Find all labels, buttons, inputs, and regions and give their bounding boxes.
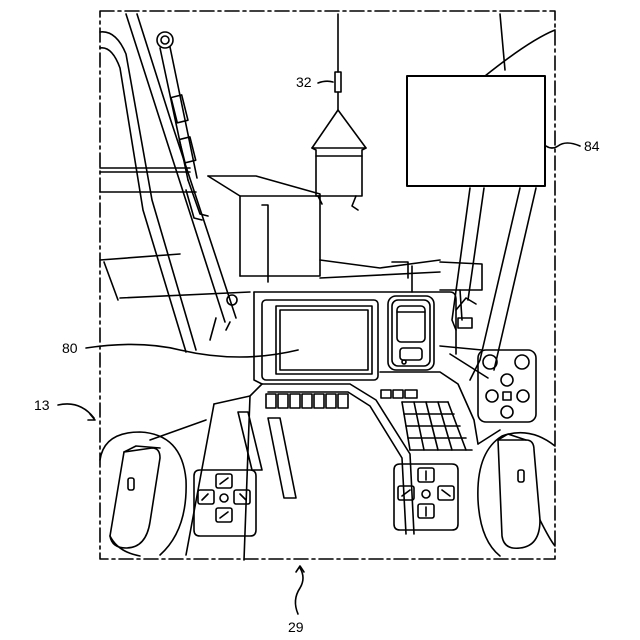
display-84	[407, 76, 545, 186]
ref-label-29: 29	[288, 619, 304, 635]
left-joystick	[100, 432, 186, 556]
ref-label-84: 84	[584, 138, 600, 154]
keypad	[402, 402, 472, 450]
handset-unit	[388, 296, 434, 370]
leader-29	[295, 568, 303, 614]
monitor-80	[262, 300, 378, 380]
hanging-object	[312, 14, 366, 210]
left-pillar	[100, 14, 237, 352]
cab-boundary-dashed	[100, 11, 555, 559]
ref-label-32: 32	[296, 74, 312, 90]
key-row	[381, 390, 417, 398]
leader-13	[58, 404, 94, 418]
arrow-pad	[478, 350, 536, 422]
ref-label-13: 13	[34, 397, 50, 413]
leader-32	[318, 81, 333, 83]
right-pillar	[452, 14, 555, 380]
right-joystick	[478, 433, 555, 556]
ref-label-80: 80	[62, 340, 78, 356]
outside-scene	[100, 168, 482, 320]
switch-row	[266, 394, 348, 408]
leader-80	[86, 344, 298, 357]
leader-84	[546, 143, 580, 148]
